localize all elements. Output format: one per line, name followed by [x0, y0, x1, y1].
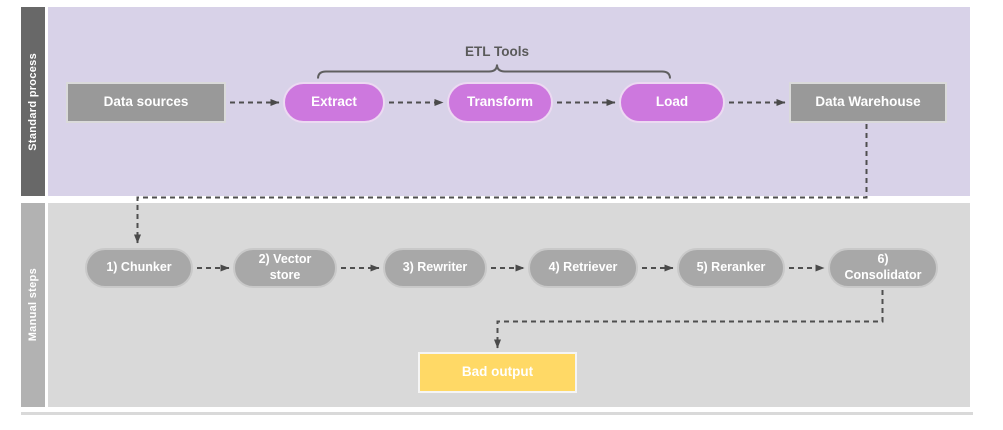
lane-header-manual-steps: Manual steps — [21, 203, 45, 407]
node-transform: Transform — [447, 82, 553, 123]
node-chunker: 1) Chunker — [85, 248, 193, 288]
node-consolidator: 6) Consolidator — [828, 248, 938, 288]
node-retriever: 4) Retriever — [528, 248, 638, 288]
node-bad-output: Bad output — [418, 352, 577, 393]
node-reranker: 5) Reranker — [677, 248, 785, 288]
node-data-sources: Data sources — [66, 82, 226, 123]
node-data-warehouse: Data Warehouse — [789, 82, 947, 123]
lane-label: Standard process — [27, 52, 39, 151]
lane-header-standard-process: Standard process — [21, 7, 45, 196]
node-vector-store: 2) Vector store — [233, 248, 337, 288]
lane-label: Manual steps — [27, 268, 39, 342]
node-rewriter: 3) Rewriter — [383, 248, 487, 288]
node-extract: Extract — [283, 82, 385, 123]
etl-tools-label: ETL Tools — [465, 44, 529, 59]
bottom-divider — [21, 412, 973, 415]
node-load: Load — [619, 82, 725, 123]
